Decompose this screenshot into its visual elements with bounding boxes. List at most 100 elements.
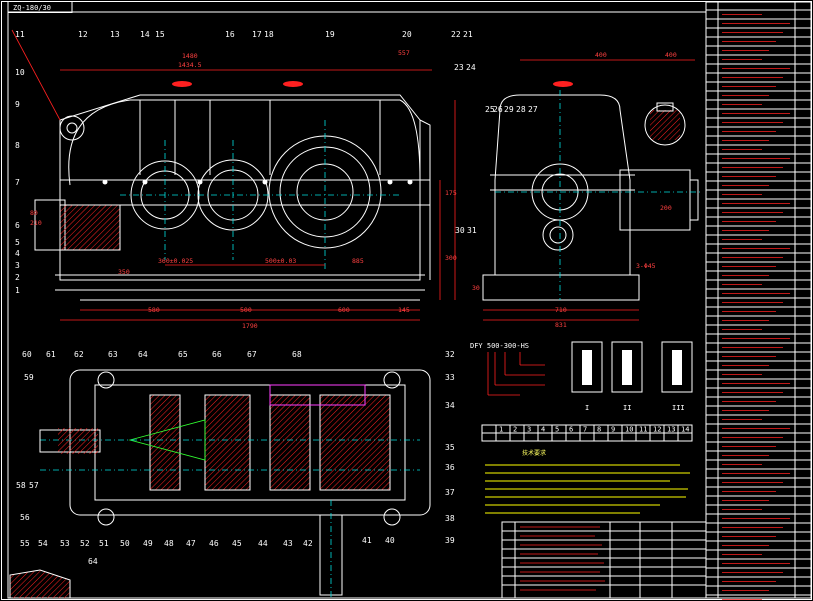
dim-text: 580 <box>148 306 160 314</box>
dim-text: 210 <box>30 219 42 227</box>
callout: 34 <box>445 401 455 410</box>
callout: 1 <box>15 286 20 295</box>
callout: 41 <box>362 536 372 545</box>
technical-notes: 技术要求 <box>485 449 690 514</box>
callout: 51 <box>99 539 109 548</box>
table-header-cell: 2 <box>513 426 517 434</box>
dim-text: 557 <box>398 49 410 57</box>
callout: 52 <box>80 539 90 548</box>
mount-label: I <box>585 404 589 412</box>
drawing-no: ZQ-180/30 <box>13 4 51 12</box>
callout: 10 <box>15 68 25 77</box>
side-view <box>482 59 700 321</box>
mounting-arrangements: I II III <box>571 341 693 412</box>
table-header-cell: 14 <box>681 426 689 434</box>
callout: 36 <box>445 463 455 472</box>
callout: 39 <box>445 536 455 545</box>
dim-text: 500 <box>240 306 252 314</box>
callout: 25 <box>485 105 495 114</box>
drawing-no-box <box>7 1 73 13</box>
model-designation: DFY 500-300-HS <box>470 342 545 396</box>
callout: 56 <box>20 513 30 522</box>
callout: 18 <box>264 30 274 39</box>
callout: 21 <box>463 30 473 39</box>
callout: 50 <box>120 539 130 548</box>
callout: 14 <box>140 30 150 39</box>
front-view <box>11 29 456 321</box>
callout: 48 <box>164 539 174 548</box>
callout: 17 <box>252 30 262 39</box>
dim-text: 500±0.03 <box>265 257 296 265</box>
callout: 40 <box>385 536 395 545</box>
notes-title: 技术要求 <box>522 449 546 457</box>
callout: 16 <box>225 30 235 39</box>
dim-text: 1434.5 <box>178 61 202 69</box>
callout: 57 <box>29 481 39 490</box>
dim-text: 80 <box>30 209 38 217</box>
callout: 31 <box>467 226 477 235</box>
callout: 43 <box>283 539 293 548</box>
dim-text: 710 <box>555 306 567 314</box>
callout: 28 <box>516 105 526 114</box>
table-header-cell: 9 <box>611 426 615 434</box>
callout: 62 <box>74 350 84 359</box>
callout: 47 <box>186 539 196 548</box>
callout: 44 <box>258 539 268 548</box>
callout: 64 <box>138 350 148 359</box>
dim-text: 600 <box>338 306 350 314</box>
callout: 29 <box>504 105 514 114</box>
callout: 26 <box>493 105 503 114</box>
callout: 4 <box>15 249 20 258</box>
gear-detail <box>9 569 71 598</box>
callout: 20 <box>402 30 412 39</box>
dim-text: 1480 <box>182 52 198 60</box>
callout: 54 <box>38 539 48 548</box>
callout: 6 <box>15 221 20 230</box>
table-header-cell: 6 <box>569 426 573 434</box>
callout: 49 <box>143 539 153 548</box>
callout: 11 <box>15 30 25 39</box>
callout: 15 <box>155 30 165 39</box>
front-dimensions: 1480 1434.5 557 580 500 360±0.025 500±0.… <box>30 49 457 330</box>
callout: 7 <box>15 178 20 187</box>
dim-text: 145 <box>398 306 410 314</box>
dim-text: 400 <box>665 51 677 59</box>
callout: 46 <box>209 539 219 548</box>
table-header-cell: 11 <box>639 426 647 434</box>
callout: 68 <box>292 350 302 359</box>
callout: 59 <box>24 373 34 382</box>
table-header-cell: 8 <box>597 426 601 434</box>
callout: 24 <box>466 63 476 72</box>
mount-label: II <box>623 404 631 412</box>
callout: 45 <box>232 539 242 548</box>
callout: 13 <box>110 30 120 39</box>
side-labels: 25 26 29 28 27 400 400 710 831 30 200 3-… <box>472 51 677 329</box>
dim-text: 200 <box>660 204 672 212</box>
callout: 38 <box>445 514 455 523</box>
callout: 60 <box>22 350 32 359</box>
callout: 42 <box>303 539 313 548</box>
dim-text: 400 <box>595 51 607 59</box>
callout: 35 <box>445 443 455 452</box>
callout: 58 <box>16 481 26 490</box>
callout: 8 <box>15 141 20 150</box>
table-header-cell: 3 <box>527 426 531 434</box>
plan-view <box>39 369 431 600</box>
callout: 12 <box>78 30 88 39</box>
callout: 30 <box>455 226 465 235</box>
callout: 63 <box>108 350 118 359</box>
callout: 66 <box>212 350 222 359</box>
callout: 61 <box>46 350 56 359</box>
dim-text: 360±0.025 <box>158 257 193 265</box>
dim-text: 300 <box>445 254 457 262</box>
callout: 37 <box>445 488 455 497</box>
callout: 3 <box>15 261 20 270</box>
callout: 64 <box>88 557 98 566</box>
callout: 5 <box>15 238 20 247</box>
dim-text: 1790 <box>242 322 258 330</box>
callout: 32 <box>445 350 455 359</box>
plan-callouts: 60 61 62 63 64 65 66 67 68 32 33 34 35 3… <box>16 350 455 566</box>
table-header-cell: 10 <box>625 426 633 434</box>
